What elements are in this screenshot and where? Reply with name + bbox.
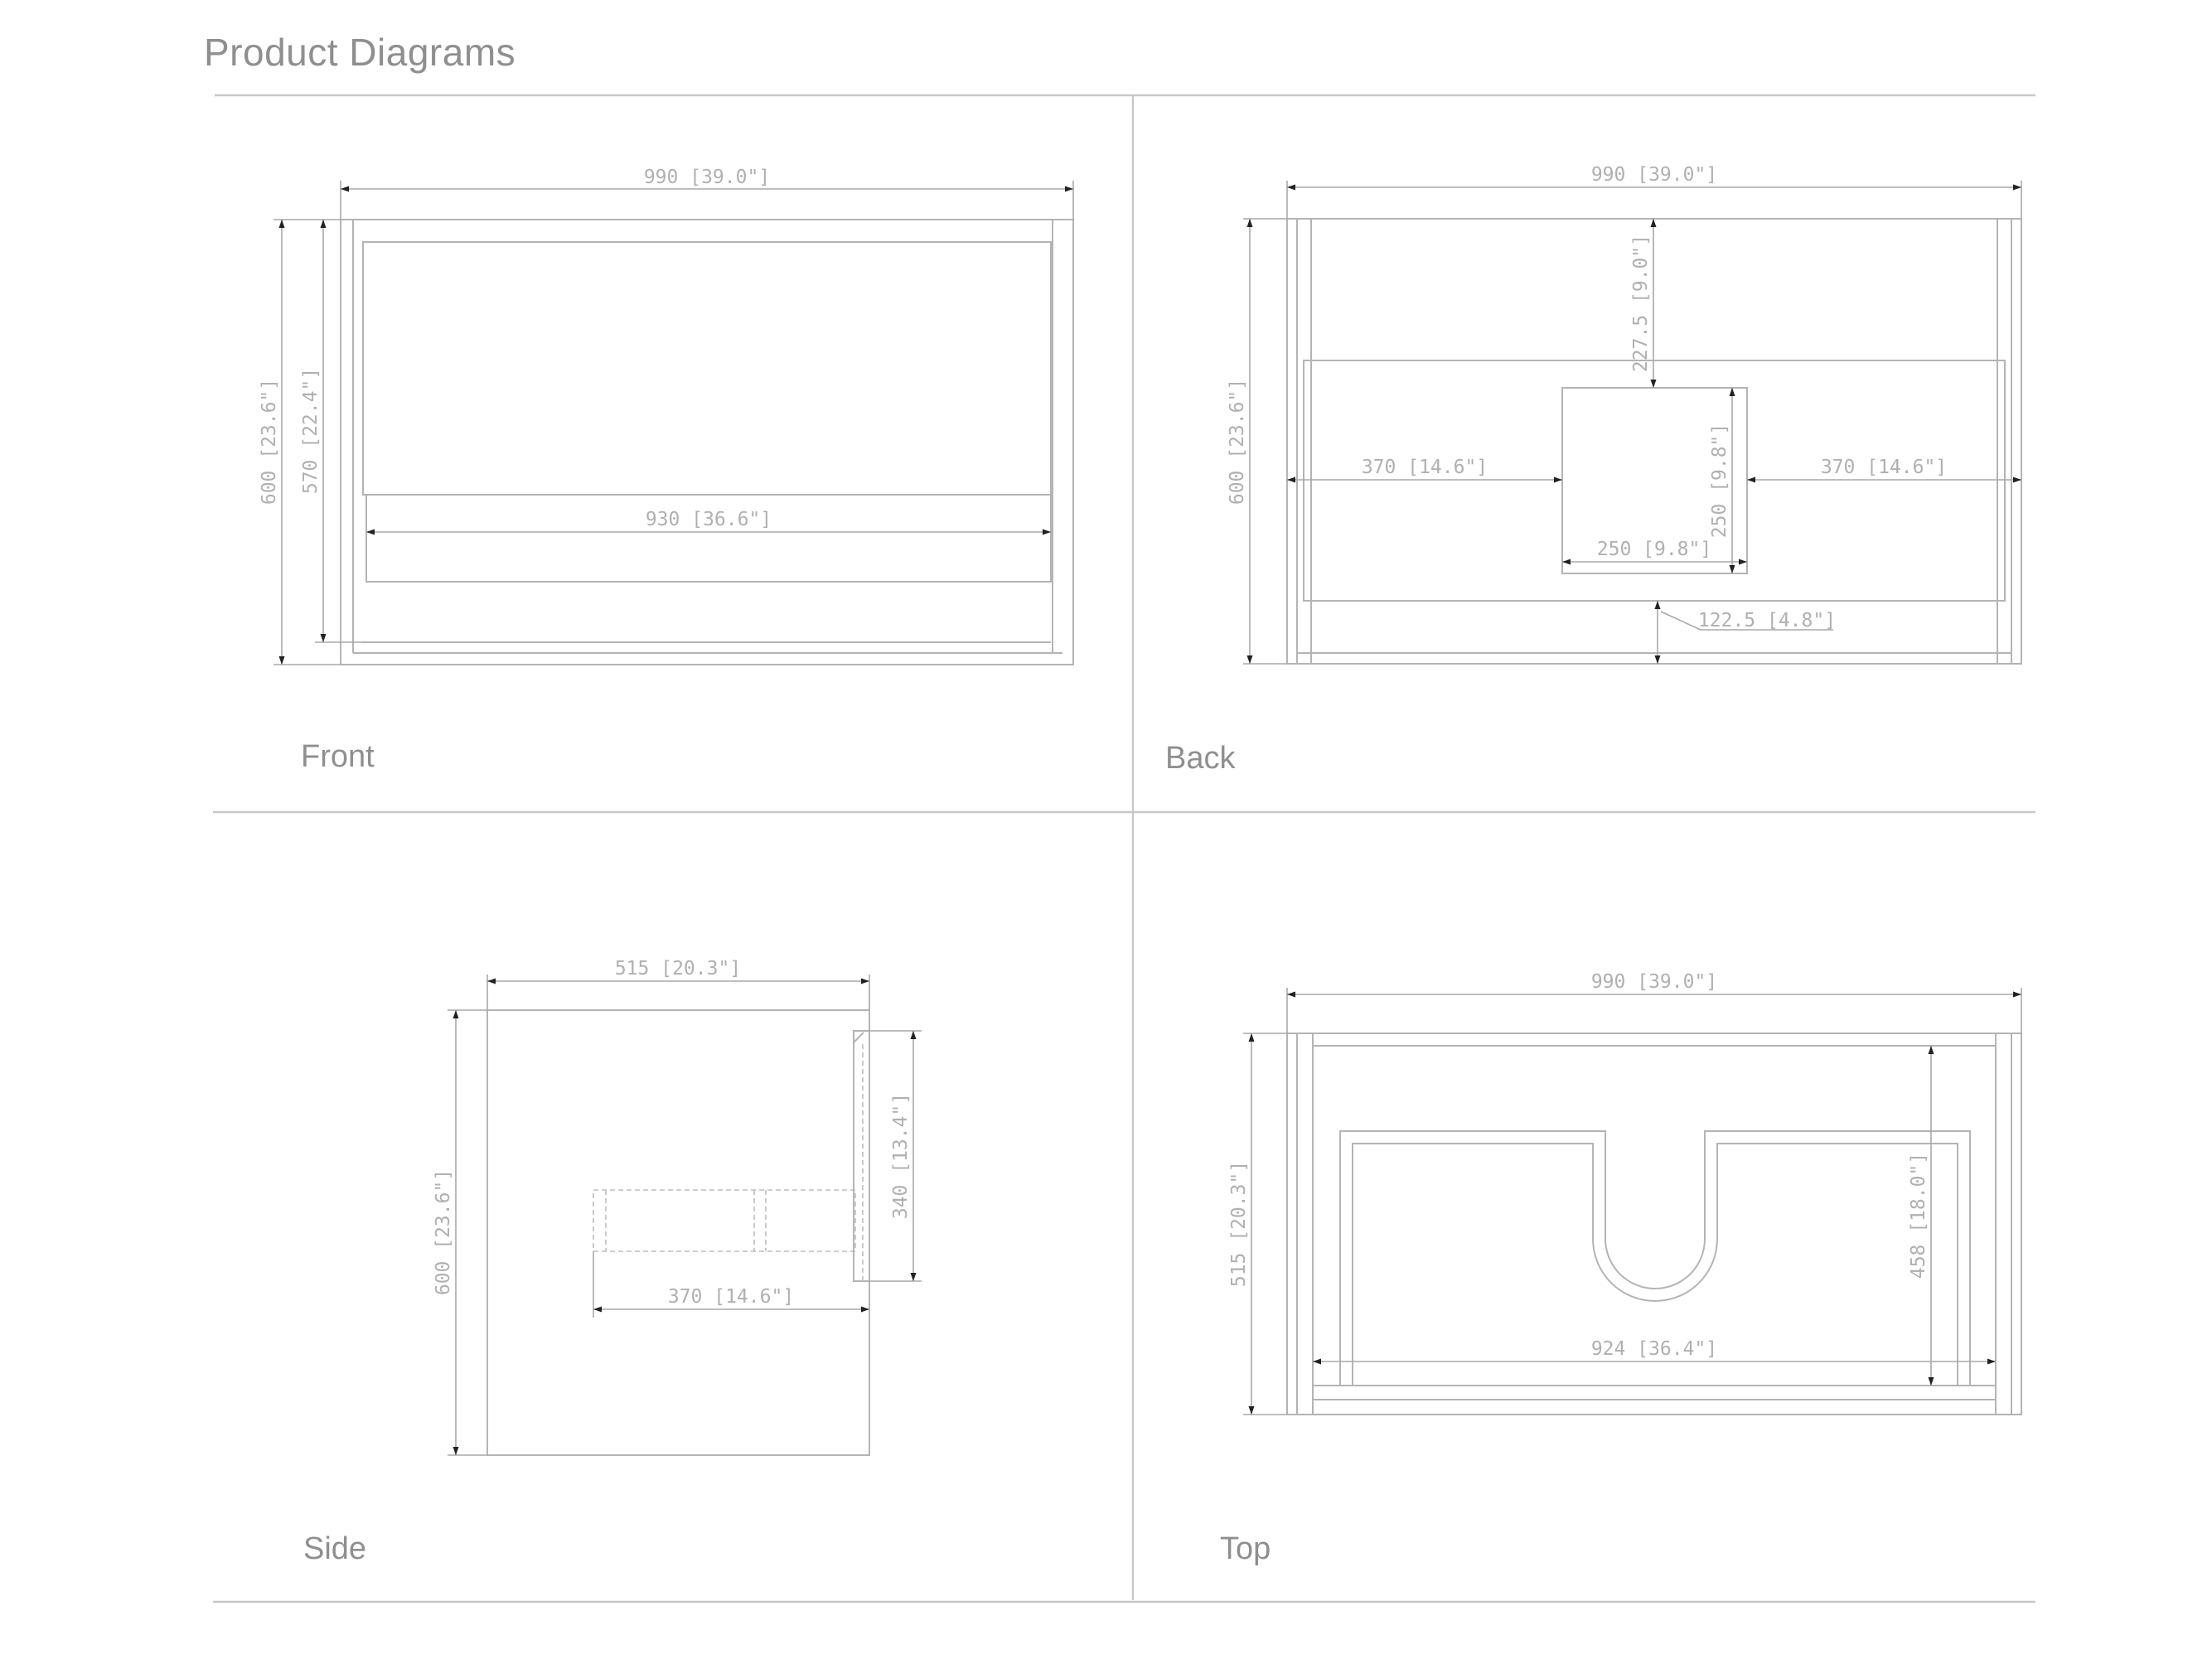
back-cutout-height-dim: 250 [9.8"] (1709, 423, 1730, 538)
front-cabinet-outline (340, 219, 1074, 665)
side-depth-dim: 515 [20.3"] (615, 958, 741, 979)
side-handle-height-dim: 340 [13.4"] (890, 1093, 912, 1219)
side-handle-profile (853, 1030, 869, 1282)
front-lower-drawer (365, 494, 1052, 583)
top-depth-dim: 515 [20.3"] (1228, 1161, 1250, 1287)
top-view-label: Top (1220, 1531, 1271, 1566)
side-height-dim: 600 [23.6"] (433, 1169, 454, 1295)
back-view-label: Back (1165, 741, 1236, 776)
back-view: 990 [39.0"] 600 [23.6"] 227.5 [9.0"] 370… (1227, 164, 2022, 665)
back-panel (1303, 360, 2006, 602)
front-view: 990 [39.0"] 600 [23.6"] 570 [22.4"] 930 … (259, 167, 1074, 665)
front-drawer-width-dim: 930 [36.6"] (646, 509, 772, 530)
back-height-dim: 600 [23.6"] (1227, 379, 1248, 505)
back-bottom-offset-leader (1660, 611, 1701, 631)
side-handle-chamfer (853, 1032, 864, 1043)
front-upper-drawer (362, 241, 1052, 496)
page-title: Product Diagrams (204, 31, 516, 74)
top-cabinet-outline (1286, 1033, 2022, 1415)
back-cutout-width-dim: 250 [9.8"] (1597, 539, 1711, 560)
top-drawer-outline (1339, 1130, 1971, 1386)
panel-separators (213, 94, 2035, 1603)
top-view: 990 [39.0"] 515 [20.3"] 458 [18.0"] 924 … (1228, 971, 2022, 1415)
back-right-offset-dim: 370 [14.6"] (1821, 457, 1947, 478)
back-bottom-offset-dim: 122.5 [4.8"] (1698, 610, 1836, 631)
top-width-dim: 990 [39.0"] (1591, 971, 1717, 993)
side-drawer-depth-dim: 370 [14.6"] (668, 1286, 794, 1308)
top-inner-width-dim: 924 [36.4"] (1591, 1338, 1717, 1360)
front-view-label: Front (301, 739, 375, 774)
side-view: 515 [20.3"] 600 [23.6"] 340 [13.4"] 370 … (433, 958, 922, 1456)
front-height-dim: 600 [23.6"] (259, 379, 280, 505)
top-drawer-inner (1352, 1143, 1958, 1386)
side-cabinet-outline (486, 1009, 870, 1456)
back-cabinet-outline (1286, 218, 2022, 665)
back-left-offset-dim: 370 [14.6"] (1362, 457, 1488, 478)
front-inner-height-dim: 570 [22.4"] (300, 368, 322, 494)
side-drawer-hidden (593, 1189, 856, 1252)
back-width-dim: 990 [39.0"] (1591, 164, 1717, 186)
top-inner-depth-dim: 458 [18.0"] (1908, 1153, 1929, 1279)
side-view-label: Side (303, 1531, 367, 1566)
front-width-dim: 990 [39.0"] (644, 167, 770, 188)
back-top-offset-dim: 227.5 [9.0"] (1630, 235, 1652, 372)
